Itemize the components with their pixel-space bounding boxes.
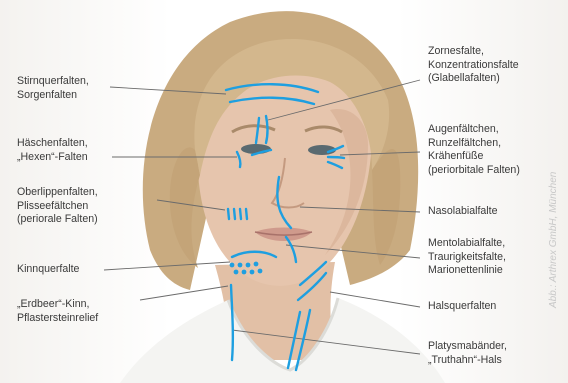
label-erdbeer-kinn: „Erdbeer“-Kinn, Pflastersteinrelief: [17, 298, 98, 325]
label-haeschenfalten: Häschenfalten, „Hexen“-Falten: [17, 137, 88, 164]
label-mentolabialfalte: Mentolabialfalte, Traurigkeitsfalte, Mar…: [428, 237, 506, 278]
mark-perioral-3: [240, 209, 241, 219]
label-augenfaeltchen: Augenfältchen, Runzelfältchen, Krähenfüß…: [428, 123, 520, 177]
label-nasolabialfalte: Nasolabialfalte: [428, 205, 498, 219]
mark-krahenfuesse-2: [328, 157, 344, 158]
label-kinnquerfalte: Kinnquerfalte: [17, 263, 79, 277]
label-zornesfalte: Zornesfalte, Konzentrationsfalte (Glabel…: [428, 45, 519, 86]
image-credit: Abb.: Arthrex GmbH, München: [548, 8, 562, 308]
mark-perioral-4: [246, 209, 247, 219]
label-platysmabaender: Platysmabänder, „Truthahn“-Hals: [428, 340, 507, 367]
label-oberlippenfalten: Oberlippenfalten, Plisseefältchen (perio…: [17, 186, 98, 227]
label-stirnquerfalten: Stirnquerfalten, Sorgenfalten: [17, 75, 89, 102]
mark-perioral-2: [234, 209, 235, 219]
label-halsquerfalten: Halsquerfalten: [428, 300, 496, 314]
mark-perioral-1: [228, 209, 229, 219]
